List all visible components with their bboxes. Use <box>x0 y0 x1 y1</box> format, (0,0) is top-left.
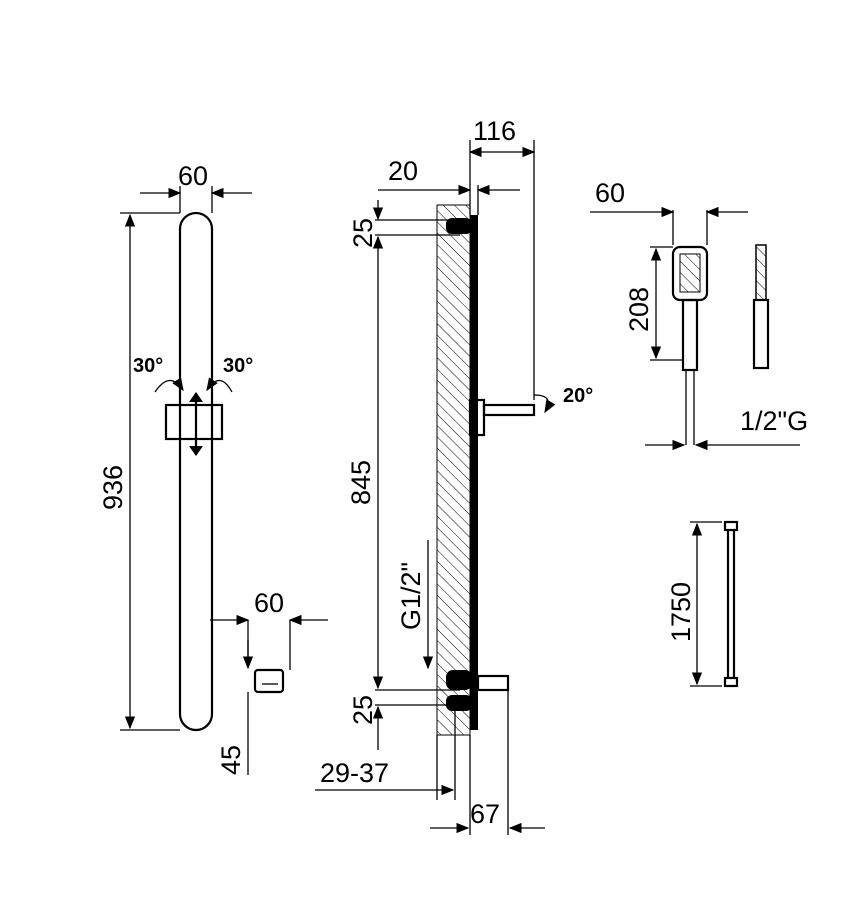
rotate-arrow-icon <box>206 377 233 393</box>
dim-head-length: 208 <box>624 287 654 332</box>
front-view: 60 936 30° 30° 60 45 <box>98 161 328 775</box>
connection-label: 1/2"G <box>740 406 808 436</box>
slider-holder <box>164 403 224 441</box>
dim-bracket-width: 60 <box>254 588 284 618</box>
rotate-left-label: 30° <box>133 355 163 377</box>
shower-handle <box>681 298 699 372</box>
dim-bracket-height: 45 <box>216 745 246 775</box>
wall-section <box>436 204 471 736</box>
holder-arm <box>482 403 536 417</box>
hose <box>723 676 739 688</box>
dim-rail-span: 845 <box>346 460 376 505</box>
thread-label: G1/2" <box>396 562 426 630</box>
dim-total-height: 936 <box>98 465 128 510</box>
dim-hose-length: 1750 <box>666 582 696 642</box>
hose-view: 1750 <box>666 520 739 688</box>
dim-outlet-depth: 67 <box>470 799 500 829</box>
dim-rail-width: 60 <box>178 161 208 191</box>
slide-rail <box>178 211 214 732</box>
dim-wall-range: 29-37 <box>320 758 389 788</box>
tilt-arrow-icon <box>533 394 556 414</box>
dim-head-width: 60 <box>595 178 625 208</box>
side-view: 20° 116 20 25 845 G1/2" 25 29-37 67 <box>315 116 593 835</box>
dim-total-depth: 116 <box>473 116 516 146</box>
handshower-view: 60 208 1/2"G <box>590 178 808 451</box>
wall-outlet-bracket <box>253 668 285 694</box>
dim-bottom-margin: 25 <box>348 695 378 725</box>
dim-top-margin: 25 <box>348 218 378 248</box>
rotate-arrow-icon <box>154 377 184 393</box>
rotate-right-label: 30° <box>223 355 253 377</box>
tilt-label: 20° <box>563 385 593 407</box>
dim-top-offset: 20 <box>388 156 418 186</box>
rail-profile <box>470 215 478 730</box>
